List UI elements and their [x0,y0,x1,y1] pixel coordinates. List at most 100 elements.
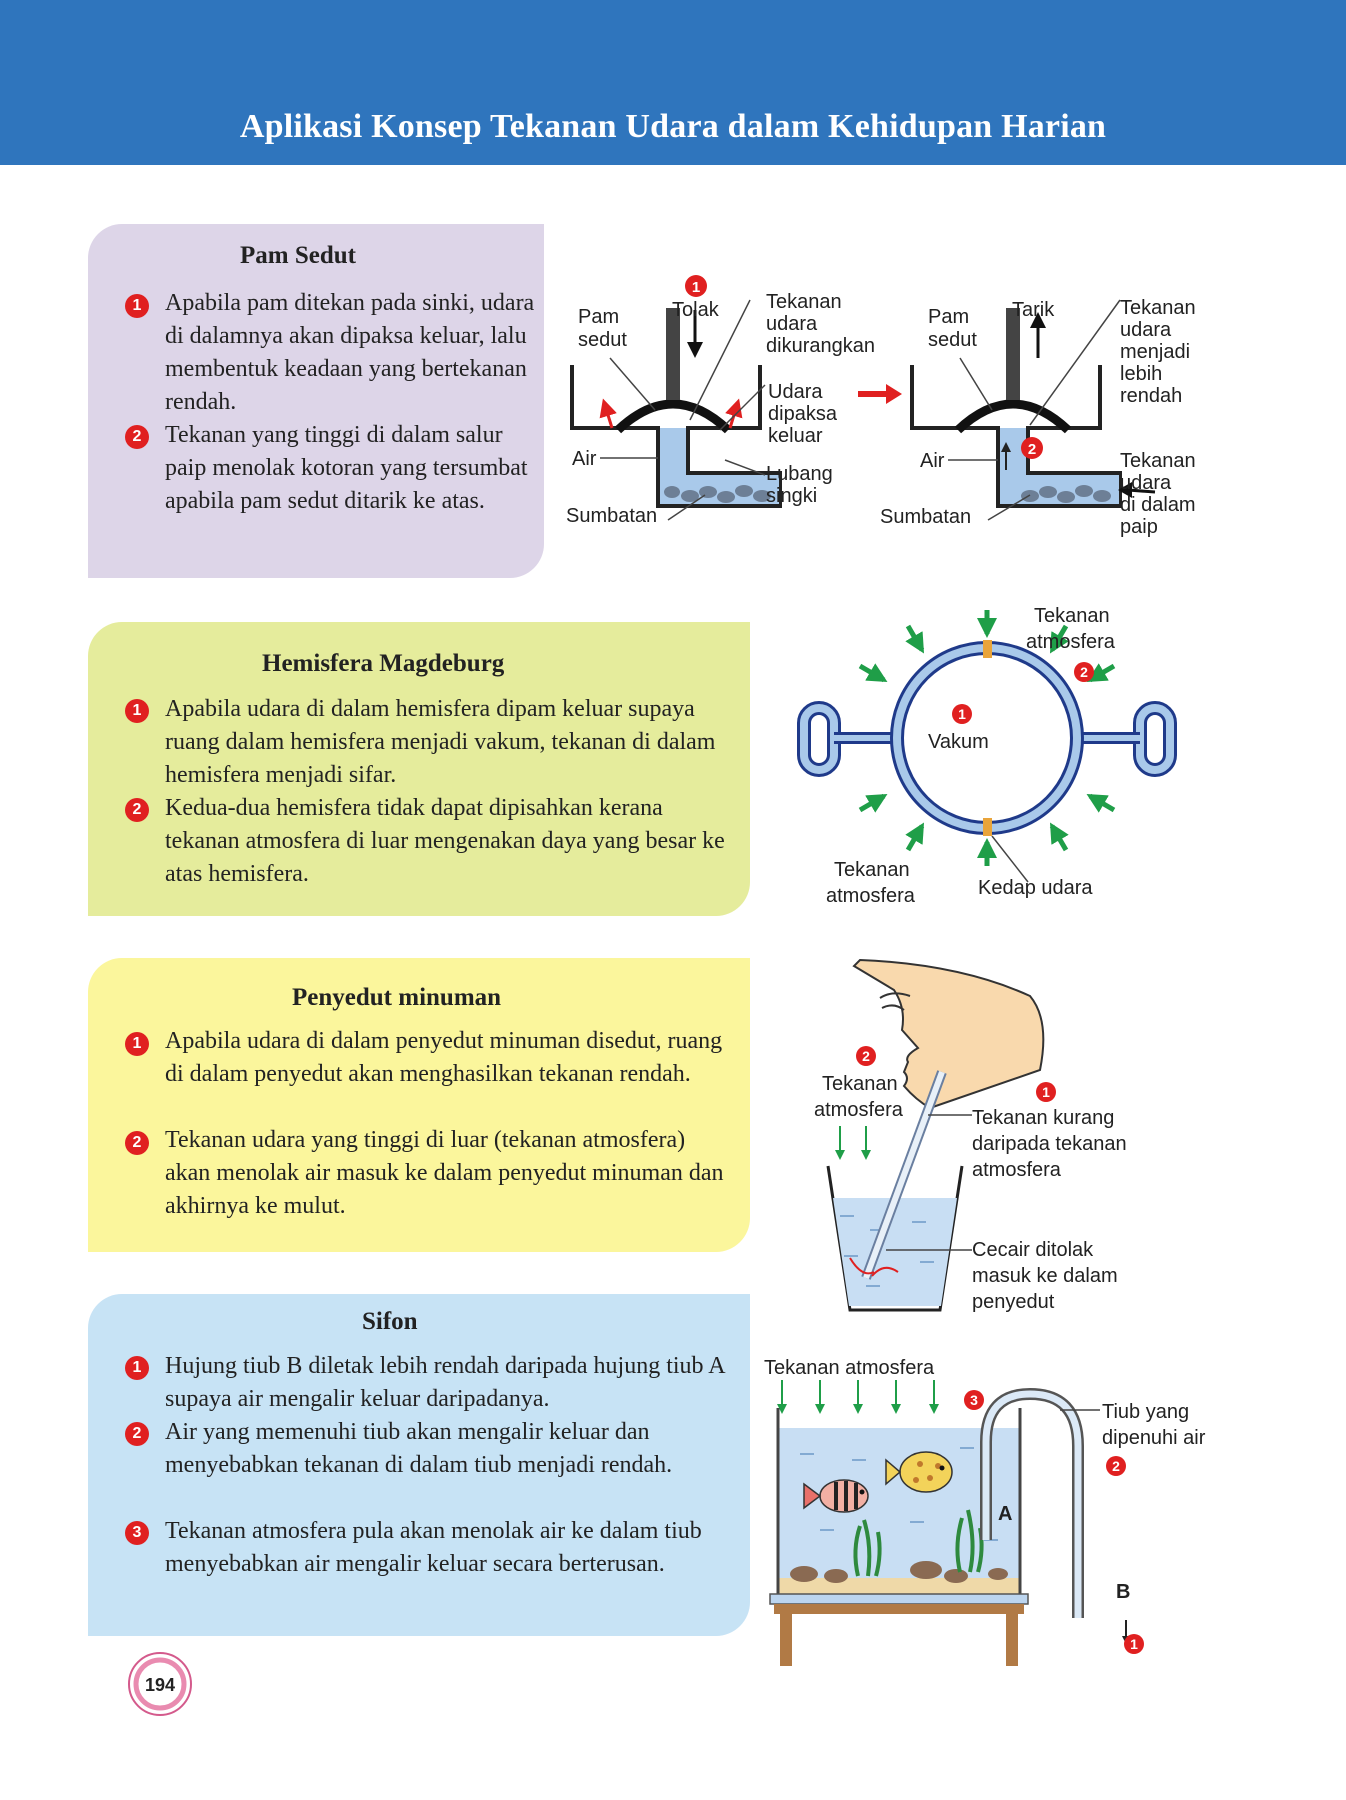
label-kurang: daripada tekanan [972,1133,1127,1155]
number-badge-text: 2 [862,1048,870,1064]
label-tekanan: Tekanan [1034,605,1110,627]
card-hemisfera-magdeburg: Hemisfera Magdeburg 1 Apabila udara di d… [88,622,750,916]
label-tekanan: Tekanan [1120,297,1196,319]
point-text: Apabila pam ditekan pada sinki, udara di… [165,290,535,415]
point-number: 1 [125,1356,149,1380]
straw-diagram: 2 Tekanan atmosfera 1 Tekanan kurang dar… [814,958,1127,1313]
label-dipaksa: dipaksa [768,403,838,425]
point-text: Apabila udara di dalam hemisfera dipam k… [165,696,716,788]
number-badge [964,1390,984,1410]
point-text: Tekanan atmosfera pula akan menolak air … [165,1518,702,1577]
point-number: 2 [125,1131,149,1155]
label-sedut: sedut [578,329,627,351]
page-header: Aplikasi Konsep Tekanan Udara dalam Kehi… [0,0,1346,165]
number-badge-text: 3 [970,1392,978,1408]
number-badge-text: 1 [1042,1084,1050,1100]
label-tiub: dipenuhi air [1102,1427,1206,1449]
number-badge-text: 1 [1130,1636,1138,1652]
point-text: Hujung tiub B diletak lebih rendah darip… [165,1353,725,1412]
label-cecair: Cecair ditolak [972,1239,1094,1261]
point-text: Tekanan udara yang tinggi di luar (tekan… [165,1127,724,1219]
number-badge [856,1046,876,1066]
label-paip: paip [1120,516,1158,538]
label-dikurangkan: dikurangkan [766,335,875,357]
section-title: Hemisfera Magdeburg [262,650,505,677]
label-tarik: Tarik [1012,299,1055,321]
label-udara: udara [1120,319,1172,341]
label-atmosfera: atmosfera [826,885,916,907]
label-kurang: Tekanan kurang [972,1107,1114,1129]
label-tekanan: Tekanan [766,291,842,313]
label-cecair: penyedut [972,1291,1055,1313]
label-atmosfera: atmosfera [1026,631,1116,653]
card-penyedut-minuman: Penyedut minuman 1 Apabila udara di dala… [88,958,750,1252]
sink-left [570,299,782,521]
label-pam: Pam [928,306,969,328]
label-tekanan: Tekanan [1120,450,1196,472]
label-singki: singki [766,485,817,507]
number-badge-text: 2 [1028,441,1036,458]
number-badge [685,275,707,297]
label-di-dalam: di dalam [1120,494,1196,516]
page-number: 194 [145,1675,175,1695]
number-badge [1124,1634,1144,1654]
label-pam: Pam [578,306,619,328]
label-udara: udara [766,313,818,335]
label-tiub: Tiub yang [1102,1401,1189,1423]
label-b: B [1116,1581,1130,1603]
label-lubang: Lubang [766,463,833,485]
label-sumbatan: Sumbatan [880,506,971,528]
section-title: Penyedut minuman [292,984,502,1011]
card-pam-sedut: Pam Sedut 1 Apabila pam ditekan pada sin… [88,224,544,578]
number-badge-text: 1 [692,279,700,296]
label-air: Air [920,450,945,472]
point-number: 2 [125,1422,149,1446]
point-text: Tekanan yang tinggi di dalam salur paip … [165,422,528,514]
section-title: Pam Sedut [240,242,356,269]
pump-diagram: 1 Tolak Pam sedut Tekanan udara dikurang… [566,275,1196,538]
label-tekanan: Tekanan [822,1073,898,1095]
page-number-badge: 194 [128,1652,192,1716]
point-text: Air yang memenuhi tiub akan mengalir kel… [165,1419,673,1478]
point-number: 2 [125,425,149,449]
label-air: Air [572,448,597,470]
label-sedut: sedut [928,329,977,351]
label-keluar: keluar [768,425,823,447]
label-vakum: Vakum [928,731,989,753]
point-number: 1 [125,294,149,318]
siphon-diagram: Tekanan atmosfera 3 Tiub yang [764,1357,1206,1666]
number-badge [1021,437,1043,459]
label-udara: udara [1120,472,1172,494]
point-text: Kedua-dua hemisfera tidak dapat dipisahk… [165,795,725,887]
label-tekanan: Tekanan [834,859,910,881]
magdeburg-diagram: 1 Vakum Tekanan atmosfera 2 Tekanan atmo… [797,605,1177,907]
label-kurang: atmosfera [972,1159,1062,1181]
label-tekanan-atmosfera: Tekanan atmosfera [764,1357,935,1379]
number-badge [1106,1456,1126,1476]
label-sumbatan: Sumbatan [566,505,657,527]
number-badge [1036,1082,1056,1102]
number-badge-text: 2 [1080,664,1088,680]
point-number: 2 [125,798,149,822]
page-title: Aplikasi Konsep Tekanan Udara dalam Kehi… [239,108,1107,145]
sink-right [910,299,1156,521]
number-badge-text: 2 [1112,1458,1120,1474]
card-sifon: Sifon 1 Hujung tiub B diletak lebih rend… [88,1294,750,1636]
label-atmosfera: atmosfera [814,1099,904,1121]
label-rendah: rendah [1120,385,1182,407]
label-menjadi: menjadi [1120,341,1190,363]
label-tolak: Tolak [672,299,720,321]
label-cecair: masuk ke dalam [972,1265,1118,1287]
point-number: 1 [125,1032,149,1056]
number-badge-text: 1 [958,706,966,722]
point-number: 1 [125,699,149,723]
section-title: Sifon [362,1308,418,1335]
label-a: A [998,1503,1012,1525]
label-udara2: Udara [768,381,823,403]
point-number: 3 [125,1521,149,1545]
label-lebih: lebih [1120,363,1162,385]
number-badge [1074,662,1094,682]
point-text: Apabila udara di dalam penyedut minuman … [165,1028,723,1087]
label-kedap-udara: Kedap udara [978,877,1093,899]
number-badge [952,704,972,724]
